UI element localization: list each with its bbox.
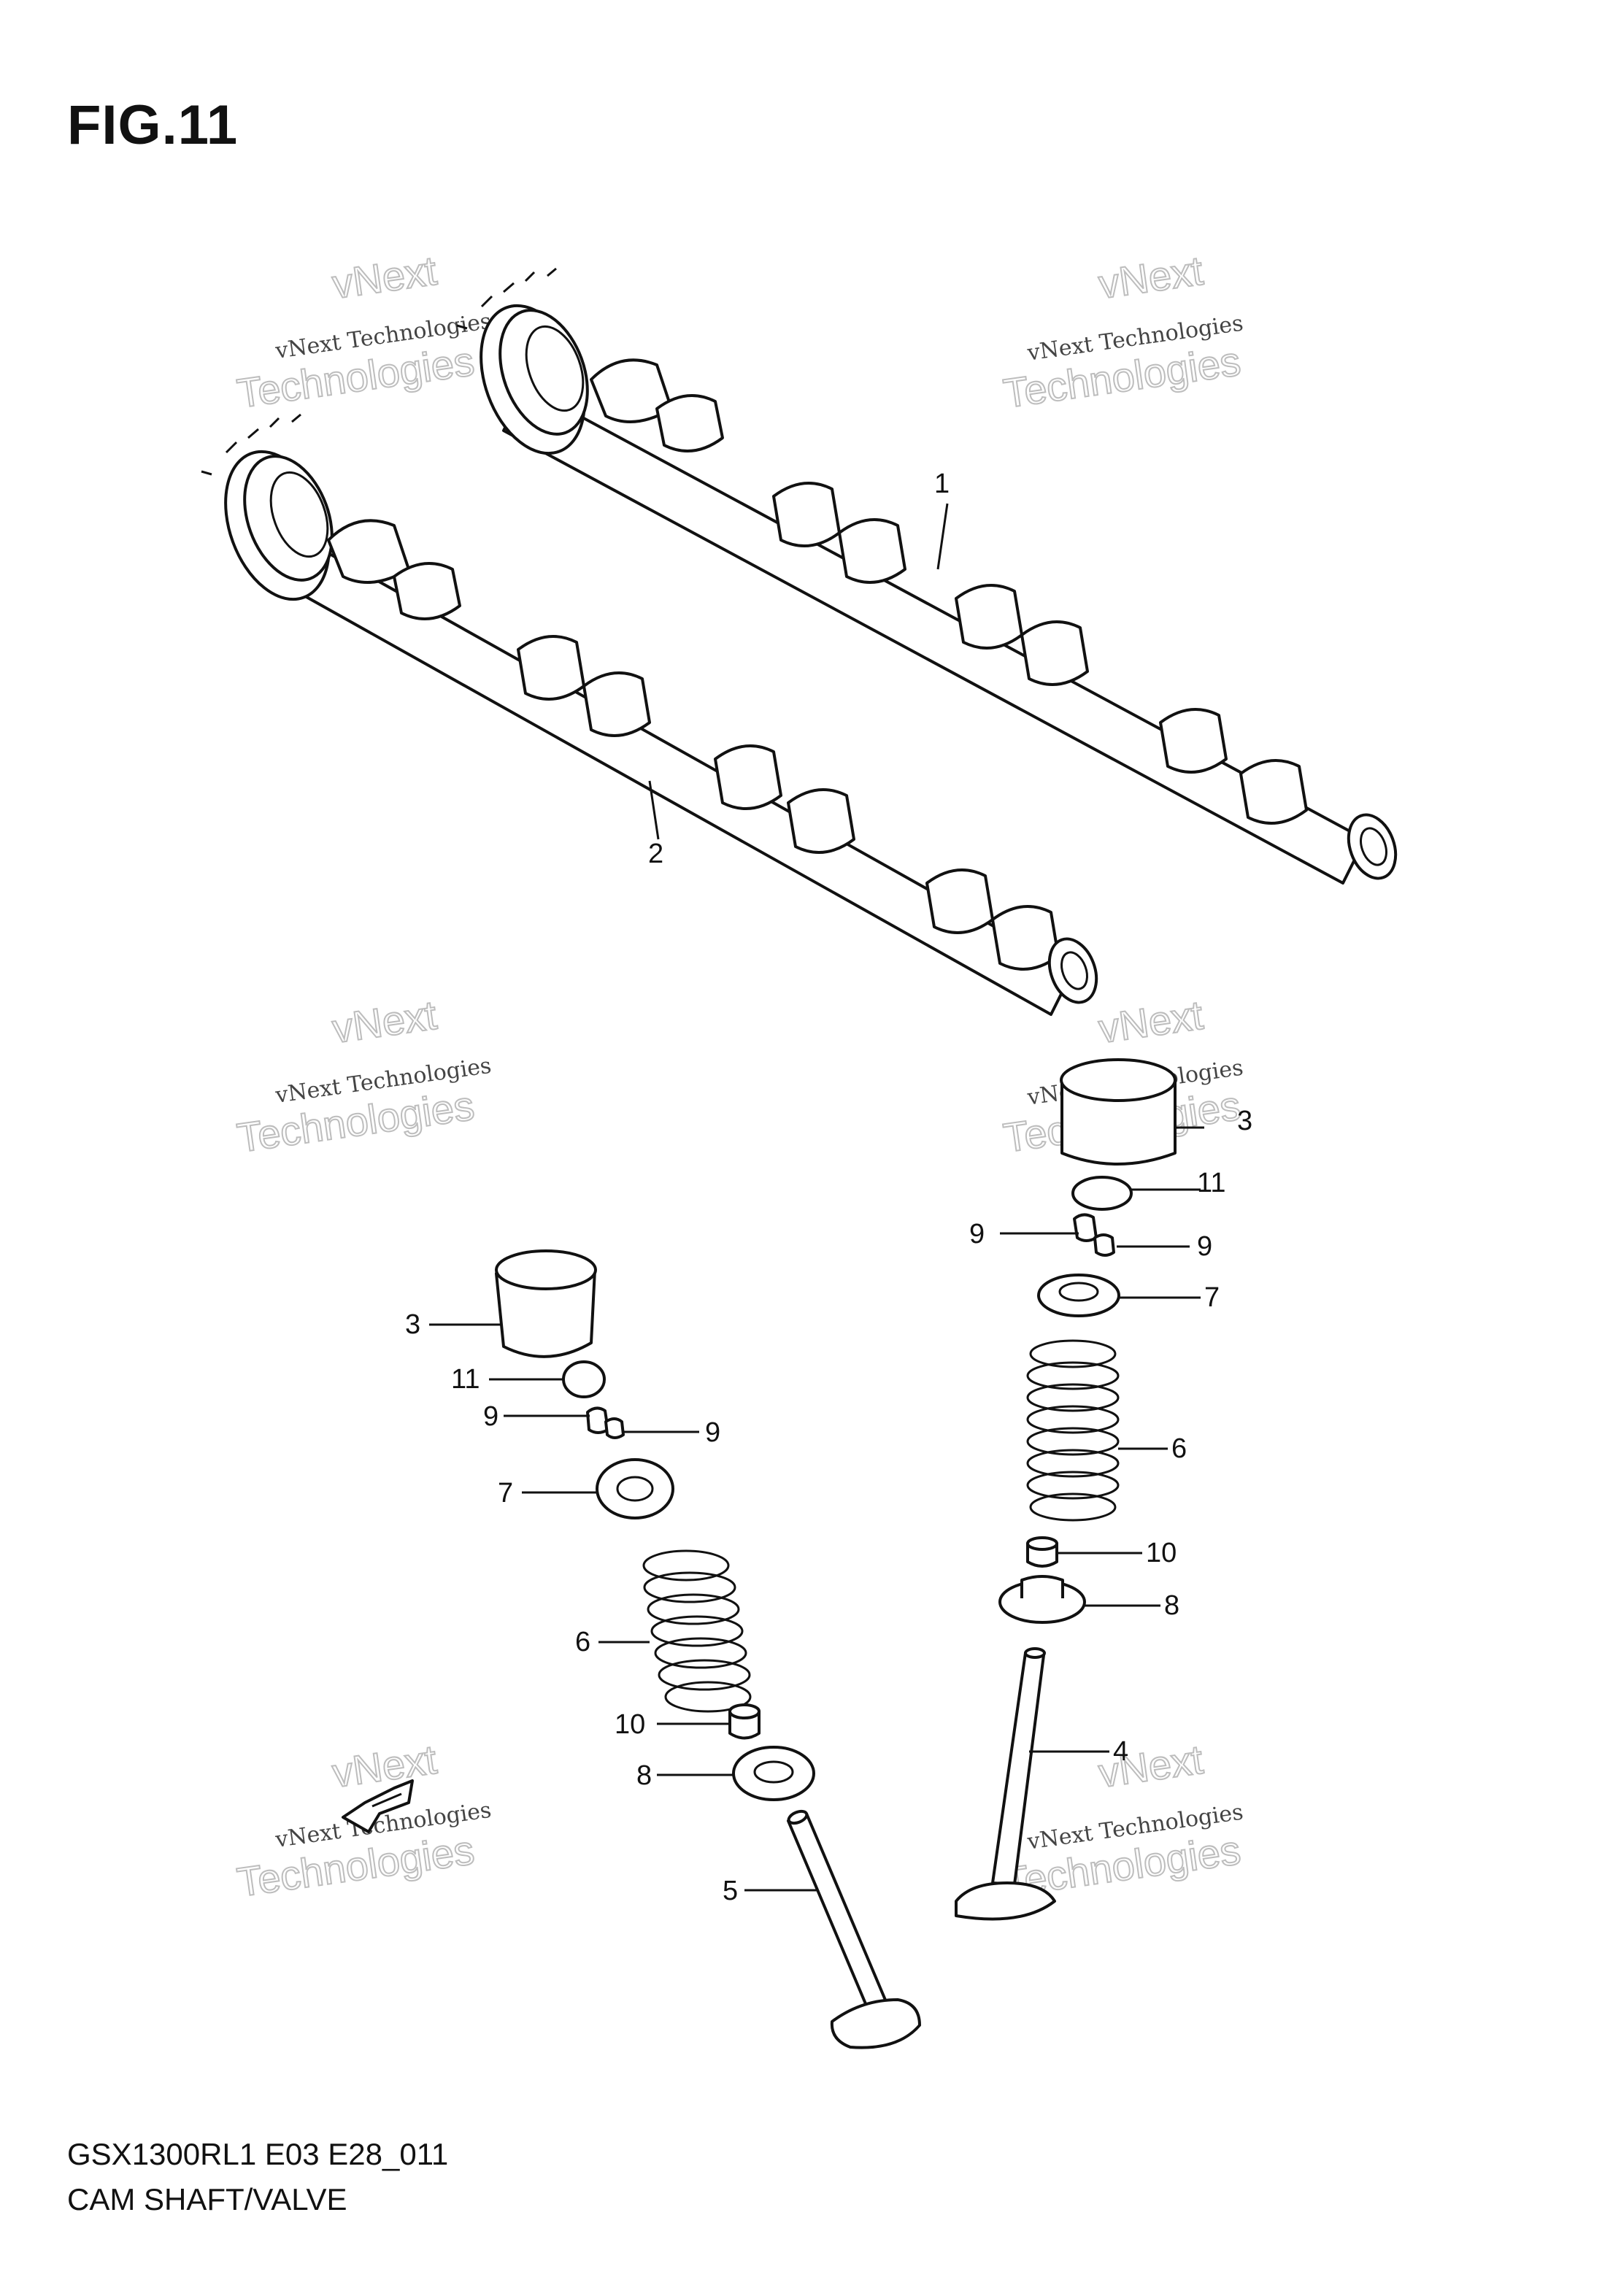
svg-text:vNext: vNext (329, 1736, 439, 1796)
callout-9-left-b: 9 (705, 1417, 720, 1448)
callout-7-right: 7 (1204, 1282, 1220, 1313)
shim-11-right (1071, 1176, 1133, 1211)
callout-labels: 1 2 3 11 9 9 7 6 10 8 4 3 11 9 9 7 6 10 … (405, 469, 1252, 1906)
spring-retainer-7-left (596, 1458, 674, 1519)
spring-seat-8-right (998, 1575, 1086, 1624)
callout-9-right-a: 9 (969, 1219, 985, 1249)
callout-10-left: 10 (615, 1709, 645, 1740)
callout-8-left: 8 (636, 1760, 652, 1791)
valve-spring-6-right (1026, 1339, 1120, 1522)
callout-10-right: 10 (1146, 1538, 1177, 1568)
figure-title: FIG.11 (67, 94, 239, 156)
valve-spring-6-left (642, 1549, 752, 1713)
camshaft-1 (456, 267, 1398, 885)
leader-lines (429, 503, 1204, 1892)
diagram-code: GSX1300RL1 E03 E28_011 (67, 2137, 449, 2171)
camshaft-2 (201, 413, 1098, 1016)
svg-text:vNext: vNext (329, 992, 439, 1052)
callout-7-left: 7 (498, 1478, 513, 1509)
cotter-9-right (1073, 1213, 1115, 1257)
callout-9-left-a: 9 (483, 1401, 498, 1432)
callout-4: 4 (1113, 1736, 1128, 1767)
front-arrow-icon (342, 1779, 414, 1833)
spring-seat-8-left (732, 1746, 815, 1801)
callout-3-left: 3 (405, 1309, 420, 1340)
callout-6-right: 6 (1171, 1433, 1187, 1464)
stem-seal-10-right (1026, 1536, 1058, 1568)
callout-11-left: 11 (451, 1364, 480, 1395)
svg-text:vNext: vNext (1096, 992, 1206, 1052)
diagram-caption: CAM SHAFT/VALVE (67, 2182, 347, 2216)
valve-5 (787, 1809, 921, 2049)
callout-2: 2 (648, 839, 663, 869)
svg-text:vNext: vNext (1096, 247, 1206, 307)
stem-seal-10-left (728, 1703, 761, 1740)
callout-1: 1 (934, 469, 950, 499)
callout-9-right-b: 9 (1197, 1231, 1212, 1262)
shim-11-left (562, 1360, 606, 1398)
watermark-top-right: vNext vNext Technologies Technologies (1000, 247, 1245, 417)
svg-text:vNext: vNext (329, 247, 439, 307)
callout-8-right: 8 (1164, 1590, 1179, 1621)
spring-retainer-7-right (1037, 1274, 1120, 1317)
tappet-3-left (495, 1249, 597, 1358)
callout-5: 5 (723, 1876, 738, 1906)
cotter-9-left (586, 1406, 625, 1439)
valve-4 (955, 1647, 1056, 1921)
watermark-top-left: vNext vNext Technologies Technologies (234, 247, 493, 417)
callout-6-left: 6 (575, 1627, 590, 1657)
callout-3-right: 3 (1237, 1106, 1252, 1136)
watermark-mid-left: vNext vNext Technologies Technologies (234, 991, 493, 1162)
tappet-3-right (1060, 1058, 1177, 1166)
callout-11-right: 11 (1197, 1168, 1225, 1198)
